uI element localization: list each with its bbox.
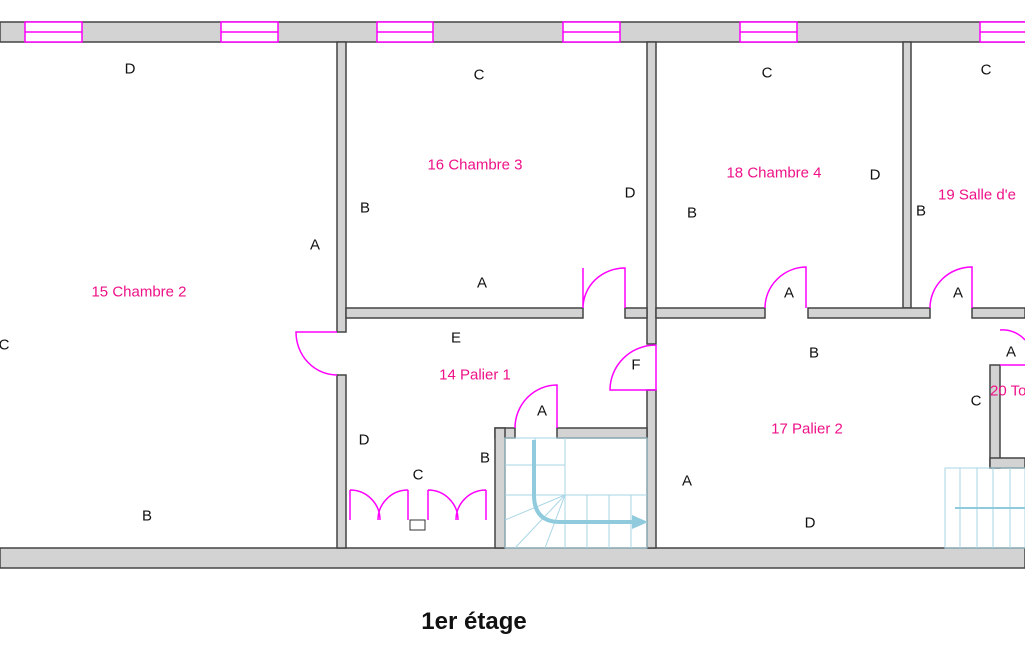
wall-label: B — [479, 449, 491, 467]
wall-label: C — [980, 61, 992, 79]
wall-label: A — [952, 284, 964, 302]
room-label: 16 Chambre 3 — [427, 156, 523, 174]
wall-label: D — [869, 166, 881, 184]
wall-label: C — [412, 466, 424, 484]
wall-label: A — [783, 284, 795, 302]
wall-label: A — [681, 472, 693, 490]
room-label: 15 Chambre 2 — [91, 283, 187, 301]
doors — [295, 266, 1025, 531]
staircase — [504, 437, 1025, 549]
wall-label: A — [476, 274, 488, 292]
wall-label: B — [686, 204, 698, 222]
room-label: 18 Chambre 4 — [726, 164, 822, 182]
wall-label: B — [359, 199, 371, 217]
wall-label: D — [624, 184, 636, 202]
wall-label: A — [536, 402, 548, 420]
room-label: 19 Salle d'e — [938, 186, 1016, 204]
wall-label: A — [1005, 343, 1017, 361]
wall-label: B — [808, 344, 820, 362]
room-label: 14 Palier 1 — [439, 366, 511, 384]
wall-label: C — [761, 64, 773, 82]
wall-label: B — [915, 202, 927, 220]
wall-label: C — [970, 392, 982, 410]
room-label: 17 Palier 2 — [771, 420, 843, 438]
wall-label: C — [473, 66, 485, 84]
room-label: 20 To — [990, 382, 1025, 400]
wall-label: A — [309, 236, 321, 254]
wall-label: D — [358, 431, 370, 449]
windows — [24, 21, 1025, 43]
wall-label: D — [124, 60, 136, 78]
wall-label: D — [804, 514, 816, 532]
wall-label: E — [450, 329, 462, 347]
wall-label: C — [0, 336, 10, 354]
wall-label: B — [141, 507, 153, 525]
floor-title: 1er étage — [421, 608, 527, 635]
wall-label: F — [631, 356, 641, 374]
